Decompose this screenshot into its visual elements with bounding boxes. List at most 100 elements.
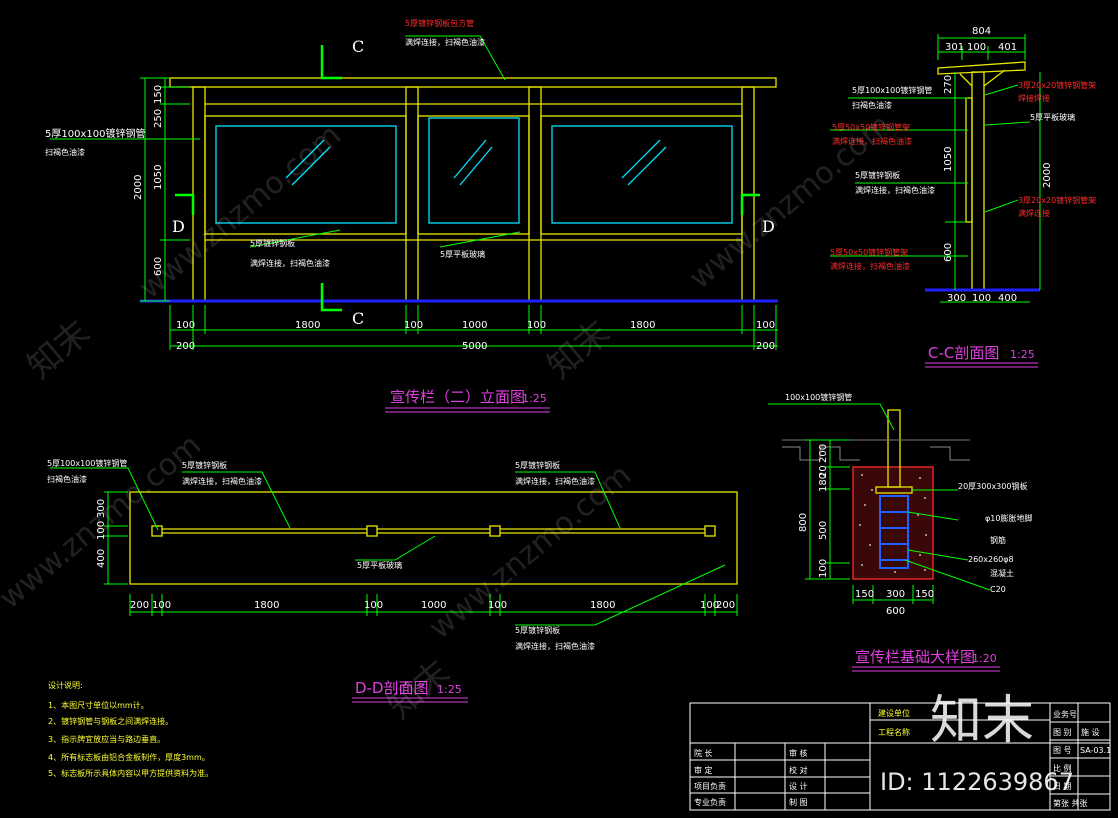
board-frame — [540, 115, 743, 235]
fd-dim-left: 200 — [818, 444, 829, 463]
tb-ratio: 比 例 — [1053, 763, 1072, 773]
dim-bottom: 100 — [176, 320, 195, 331]
tb-date: 日 期 — [1053, 782, 1072, 791]
section-cut-d — [175, 193, 760, 215]
cc-dim-top: 804 — [972, 26, 991, 37]
cc-red-4-note: 满焊连接，扫褐色油漆 — [830, 261, 910, 271]
section-cc-view: 804 301 100 401 270 1050 600 2000 300 10… — [830, 26, 1096, 368]
dim-left: 600 — [153, 257, 164, 276]
dim-left: 2000 — [133, 175, 144, 200]
tb-project-name: 工程名称 — [878, 727, 910, 737]
dim-left: 1050 — [153, 165, 164, 190]
dim-bottom: 1000 — [462, 320, 487, 331]
tb-build-unit: 建设单位 — [878, 708, 910, 718]
dd-label-plate-c-note: 满焊连接，扫褐色油漆 — [515, 641, 595, 651]
design-notes: 设计说明: 1、本图尺寸单位以mm计。 2、镀锌钢管与钢板之间满焊连接。 3、指… — [48, 680, 213, 778]
tb-row-left: 审 定 — [694, 765, 713, 775]
cut-label-d-left: D — [172, 217, 185, 236]
cc-red-1: 3厚20x20镀锌钢管架 — [1018, 80, 1096, 90]
dd-dim-bottom: 100 — [700, 600, 719, 611]
dd-post — [151, 525, 163, 537]
section-cut-c — [320, 45, 342, 312]
dd-dim-bottom: 100 — [488, 600, 507, 611]
tb-drawing-sheet-value: 施 设 — [1081, 727, 1100, 737]
foundation-concrete — [852, 466, 934, 580]
dd-label-plate-a-note: 满焊连接，扫褐色油漆 — [182, 476, 262, 486]
fd-label-concrete: C20 — [990, 585, 1006, 594]
dd-dim-bottom: 100 — [152, 600, 171, 611]
label-plate-note: 满焊连接，扫褐色油漆 — [250, 258, 330, 268]
tb-row-left: 专业负责 — [694, 797, 726, 807]
watermark-brand: 知末 — [20, 313, 98, 387]
board-frame — [417, 115, 530, 235]
cc-label-post-note: 扫褐色油漆 — [852, 100, 892, 110]
fd-label-bolt-note: 钢筋 — [990, 535, 1006, 545]
fd-dim-left: 180 — [818, 473, 829, 492]
notes-item: 5、标志板所示具体内容以甲方提供资料为准。 — [48, 768, 213, 778]
dim-bottom: 200 — [176, 341, 195, 352]
notes-item: 4、所有标志板由铝合金板制作，厚度3mm。 — [48, 752, 210, 762]
tb-row-mid: 设 计 — [789, 781, 808, 791]
watermark-id: ID: 1122639867 — [880, 768, 1074, 796]
watermark-url: www.znzmo.com — [0, 428, 208, 617]
cc-red-2-note: 满焊连接，扫褐色油漆 — [832, 136, 912, 146]
cc-label-glass: 5厚平板玻璃 — [1030, 112, 1075, 122]
tb-drawing-sheet: 图 别 — [1053, 728, 1072, 737]
dd-outline — [129, 491, 738, 585]
tb-drawing-no-value: SA-03.1 — [1080, 746, 1111, 755]
cc-dim-left: 1050 — [943, 147, 954, 172]
dd-dim-bottom: 200 — [130, 600, 149, 611]
tb-row-mid: 校 对 — [789, 765, 808, 775]
elevation-scale: 1:25 — [522, 392, 547, 405]
dd-dim-bottom: 100 — [364, 600, 383, 611]
cc-dim-bottom: 100 — [972, 293, 991, 304]
cc-title: C-C剖面图 — [928, 344, 999, 362]
label-top-plate: 5厚镀锌钢板包方管 — [405, 18, 474, 28]
dim-bottom: 100 — [527, 320, 546, 331]
label-post: 5厚100x100镀锌钢管 — [45, 127, 145, 140]
fd-label-bolt: φ10膨胀地脚 — [985, 513, 1032, 523]
fd-scale: 1:20 — [972, 652, 997, 665]
cc-label-plate-note: 满焊连接，扫褐色油漆 — [855, 185, 935, 195]
fd-label-post: 100x100镀锌钢管 — [785, 392, 852, 402]
tb-row-mid: 审 核 — [789, 748, 808, 758]
dd-label-glass: 5厚平板玻璃 — [357, 560, 402, 570]
cc-dim-right: 2000 — [1042, 163, 1053, 188]
glass-panel — [215, 125, 397, 224]
cc-red-2: 5厚50x50镀锌钢管架 — [832, 122, 910, 132]
dd-label-post: 5厚100x100镀锌钢管 — [47, 458, 127, 468]
label-post-note: 扫褐色油漆 — [45, 147, 85, 157]
title-block — [689, 702, 1111, 811]
cut-label-c-bottom: C — [352, 309, 364, 328]
fd-dim-bottom: 150 — [915, 589, 934, 600]
fd-label-plate: 20厚300x300钢板 — [958, 481, 1027, 491]
dd-post — [704, 525, 716, 537]
elevation-glass — [215, 117, 733, 224]
post — [405, 86, 419, 302]
elevation-view: C C D D 5厚镀锌钢板包方管 满焊连接，扫褐色油漆 5厚100x100镀锌… — [45, 18, 778, 413]
watermark-brand: 知末 — [540, 313, 618, 387]
fd-label-rebar: 260x260φ8 — [968, 555, 1014, 564]
dd-label-plate-b-note: 满焊连接，扫褐色油漆 — [515, 476, 595, 486]
dim-bottom: 1800 — [630, 320, 655, 331]
cc-canopy — [937, 61, 1026, 75]
fd-dim-left: 500 — [818, 521, 829, 540]
tb-sheets: 第张 共张 — [1053, 798, 1088, 808]
dim-bottom: 100 — [404, 320, 423, 331]
watermark-brand: 知末 — [380, 653, 458, 727]
dim-bottom: 5000 — [462, 341, 487, 352]
dd-dim-left: 400 — [96, 549, 107, 568]
fd-dim-left: 20 — [818, 465, 829, 478]
elevation-boards — [204, 103, 743, 241]
tb-row-left: 项目负责 — [694, 781, 726, 791]
cc-dim-top: 100 — [967, 42, 986, 53]
cc-board — [965, 97, 973, 223]
dd-label-plate-c: 5厚镀锌钢板 — [515, 625, 560, 635]
tb-drawing-no: 图 号 — [1053, 746, 1072, 755]
cc-red-3-note: 满焊连接 — [1018, 208, 1050, 218]
cc-dim-left: 600 — [943, 243, 954, 262]
dd-dim-bottom: 1800 — [590, 600, 615, 611]
cc-red-4: 5厚50x50镀锌钢管架 — [830, 247, 908, 257]
elevation-canopy — [169, 77, 777, 88]
